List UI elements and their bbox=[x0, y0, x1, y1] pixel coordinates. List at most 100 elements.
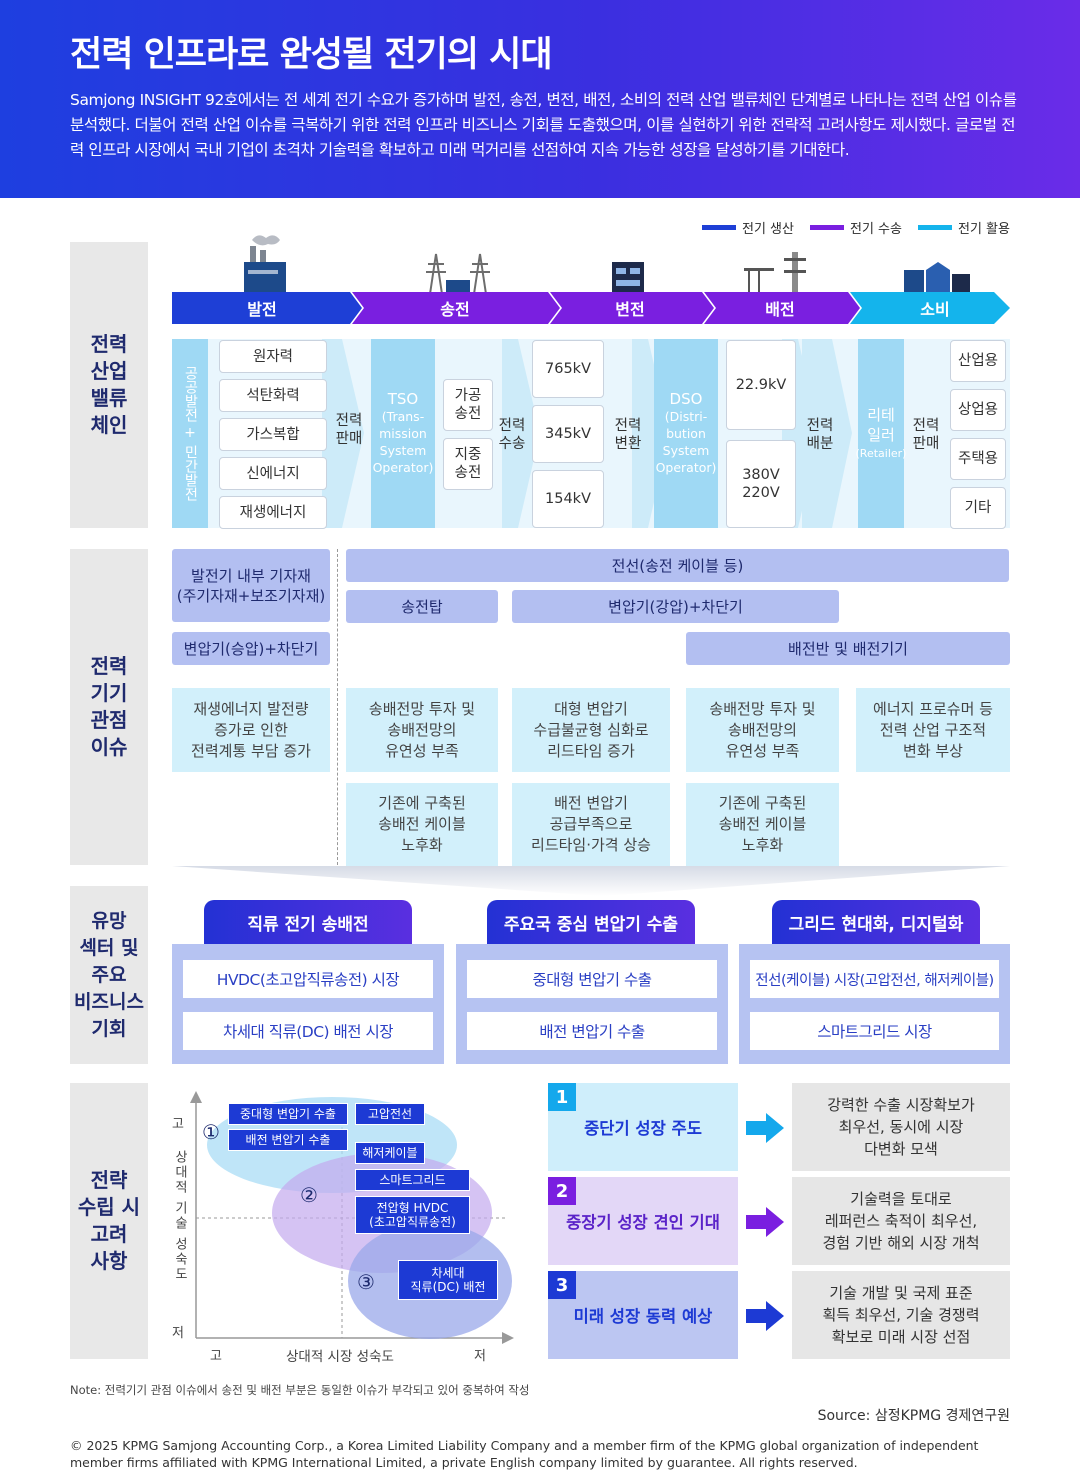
matrix-item: 고압전선 bbox=[355, 1103, 425, 1125]
gen-item: 가스복합 bbox=[219, 418, 327, 451]
strategy-card-1: 중단기 성장 주도 1 bbox=[548, 1083, 738, 1171]
gen-type-box: 공공발전 + 민간발전 bbox=[172, 339, 208, 528]
equip-step-down: 변압기(강압)+차단기 bbox=[512, 590, 839, 623]
consumer-item: 기타 bbox=[950, 487, 1006, 529]
strategy-number: 2 bbox=[548, 1177, 576, 1205]
issues-divider bbox=[337, 549, 338, 865]
header-banner: 전력 인프라로 완성될 전기의 시대 Samjong INSIGHT 92호에서… bbox=[0, 0, 1080, 198]
legend-generation: 전기 생산 bbox=[702, 218, 794, 237]
stage-transmission: 송전 bbox=[440, 300, 470, 319]
strategy-result: 기술력을 토대로 레퍼런스 축적이 최우선, 경험 기반 해외 시장 개척 bbox=[792, 1177, 1010, 1265]
issue-card: 배전 변압기 공급부족으로 리드타임·가격 상승 bbox=[512, 783, 670, 866]
substation-icon bbox=[612, 262, 644, 294]
consumer-buildings-icon bbox=[904, 262, 970, 294]
issue-card: 송배전망 투자 및 송배전망의 유연성 부족 bbox=[686, 688, 839, 772]
power-plant-icon bbox=[244, 235, 286, 292]
issue-card: 에너지 프로슈머 등 전력 산업 구조적 변화 부상 bbox=[856, 688, 1010, 772]
gen-item: 신에너지 bbox=[219, 457, 327, 490]
equip-gen-transformer: 변압기(승압)+차단기 bbox=[172, 632, 330, 665]
section-label-strategy: 전략 수립 시 고려 사항 bbox=[70, 1083, 148, 1359]
page-description: Samjong INSIGHT 92호에서는 전 세계 전기 수요가 증가하며 … bbox=[70, 91, 1017, 159]
equip-cable: 전선(송전 케이블 등) bbox=[346, 549, 1009, 582]
voltage-item: 765kV bbox=[532, 340, 604, 398]
opp-title-dc: 직류 전기 송배전 bbox=[204, 900, 412, 944]
arrow-right-icon bbox=[746, 1301, 784, 1331]
opp-title-grid: 그리드 현대화, 디지털화 bbox=[772, 900, 980, 944]
opp-item: 스마트그리드 시장 bbox=[750, 1012, 999, 1050]
matrix-item: 전압형 HVDC (초고압직류송전) bbox=[355, 1196, 470, 1234]
equip-panel: 배전반 및 배전기기 bbox=[686, 632, 1010, 665]
label-sale-1: 전력 판매 bbox=[335, 413, 363, 447]
section-label-value-chain: 전력 산업 밸류 체인 bbox=[70, 242, 148, 528]
strategy-number: 1 bbox=[548, 1083, 576, 1111]
opp-item: 배전 변압기 수출 bbox=[467, 1012, 717, 1050]
trans-item: 지중 송전 bbox=[443, 438, 493, 490]
label-convert: 전력 변환 bbox=[614, 418, 642, 452]
strategy-number: 3 bbox=[548, 1271, 576, 1299]
gen-item: 원자력 bbox=[219, 340, 327, 373]
strategy-title: 미래 성장 동력 예상 bbox=[573, 1307, 713, 1326]
issue-card: 기존에 구축된 송배전 케이블 노후화 bbox=[346, 783, 498, 866]
issue-card: 대형 변압기 수급불균형 심화로 리드타임 증가 bbox=[512, 688, 670, 772]
consumer-item: 주택용 bbox=[950, 438, 1006, 480]
label-distribute: 전력 배분 bbox=[806, 418, 834, 452]
stage-substation: 변전 bbox=[615, 300, 645, 319]
strategy-title: 중장기 성장 견인 기대 bbox=[566, 1213, 720, 1232]
legend-swatch bbox=[810, 225, 844, 230]
section-label-opportunities: 유망 섹터 및 주요 비즈니스 기회 bbox=[70, 886, 148, 1064]
y-axis-label: 상대적 기술 성숙도 bbox=[172, 1150, 187, 1283]
opp-item: 중대형 변압기 수출 bbox=[467, 960, 717, 998]
transmission-tower-icon bbox=[426, 253, 490, 294]
issue-card: 기존에 구축된 송배전 케이블 노후화 bbox=[686, 783, 839, 866]
gen-item: 재생에너지 bbox=[219, 496, 327, 529]
matrix-item: 중대형 변압기 수출 bbox=[228, 1103, 348, 1125]
issue-card: 재생에너지 발전량 증가로 인한 전력계통 부담 증가 bbox=[172, 688, 330, 772]
y-axis-low: 저 bbox=[172, 1326, 184, 1341]
strategy-card-3: 미래 성장 동력 예상 3 bbox=[548, 1271, 738, 1359]
value-chain-arrows bbox=[172, 292, 1010, 324]
legend-swatch bbox=[702, 225, 736, 230]
section-label-issues: 전력 기기 관점 이슈 bbox=[70, 549, 148, 865]
consumer-item: 산업용 bbox=[950, 340, 1006, 382]
opp-title-transformer: 주요국 중심 변압기 수출 bbox=[487, 900, 695, 944]
opp-item: 차세대 직류(DC) 배전 시장 bbox=[183, 1012, 433, 1050]
consumer-item: 상업용 bbox=[950, 389, 1006, 431]
distribution-icon bbox=[744, 252, 806, 294]
arrow-right-icon bbox=[746, 1113, 784, 1143]
circle-label-3: ③ bbox=[357, 1270, 375, 1294]
arrow-right-icon bbox=[746, 1207, 784, 1237]
trans-item: 가공 송전 bbox=[443, 379, 493, 431]
voltage-item: 154kV bbox=[532, 470, 604, 528]
equip-tower: 송전탑 bbox=[346, 590, 498, 623]
x-axis-low: 저 bbox=[474, 1349, 486, 1364]
stage-generation: 발전 bbox=[247, 300, 277, 319]
legend-usage: 전기 활용 bbox=[918, 218, 1010, 237]
matrix-item: 배전 변압기 수출 bbox=[228, 1129, 348, 1151]
issue-card: 송배전망 투자 및 송배전망의 유연성 부족 bbox=[346, 688, 498, 772]
matrix-item: 스마트그리드 bbox=[355, 1169, 470, 1191]
stage-distribution: 배전 bbox=[765, 300, 795, 319]
matrix-item: 해저케이블 bbox=[355, 1142, 425, 1164]
retailer-box: 리테 일러 (Retailer) bbox=[856, 339, 906, 528]
gen-item: 석탄화력 bbox=[219, 379, 327, 412]
strategy-card-2: 중장기 성장 견인 기대 2 bbox=[548, 1177, 738, 1265]
funnel-shape bbox=[172, 866, 1010, 896]
x-axis-label: 상대적 시장 성숙도 bbox=[286, 1349, 394, 1365]
footnote: Note: 전력기기 관점 이슈에서 송전 및 배전 부분은 동일한 이슈가 부… bbox=[70, 1383, 530, 1397]
voltage-item: 345kV bbox=[532, 405, 604, 463]
matrix-chart bbox=[190, 1091, 514, 1344]
copyright: © 2025 KPMG Samjong Accounting Corp., a … bbox=[70, 1438, 979, 1470]
stage-consumption: 소비 bbox=[920, 300, 950, 319]
x-axis-high: 고 bbox=[210, 1349, 222, 1364]
tso-box: TSO (Trans- mission System Operator) bbox=[371, 339, 435, 528]
legend-transport: 전기 수송 bbox=[810, 218, 902, 237]
equip-gen-parts: 발전기 내부 기자재 (주기자재+보조기자재) bbox=[172, 549, 330, 622]
strategy-title: 중단기 성장 주도 bbox=[584, 1119, 702, 1138]
dso-box: DSO (Distri- bution System Operator) bbox=[654, 339, 718, 528]
page-title: 전력 인프라로 완성될 전기의 시대 bbox=[70, 35, 553, 75]
strategy-result: 강력한 수출 시장확보가 최우선, 동시에 시장 다변화 모색 bbox=[792, 1083, 1010, 1171]
legend-swatch bbox=[918, 225, 952, 230]
circle-label-1: ① bbox=[202, 1120, 220, 1144]
opp-item: 전선(케이블) 시장(고압전선, 해저케이블) bbox=[750, 960, 999, 998]
label-sale-2: 전력 판매 bbox=[912, 418, 940, 452]
